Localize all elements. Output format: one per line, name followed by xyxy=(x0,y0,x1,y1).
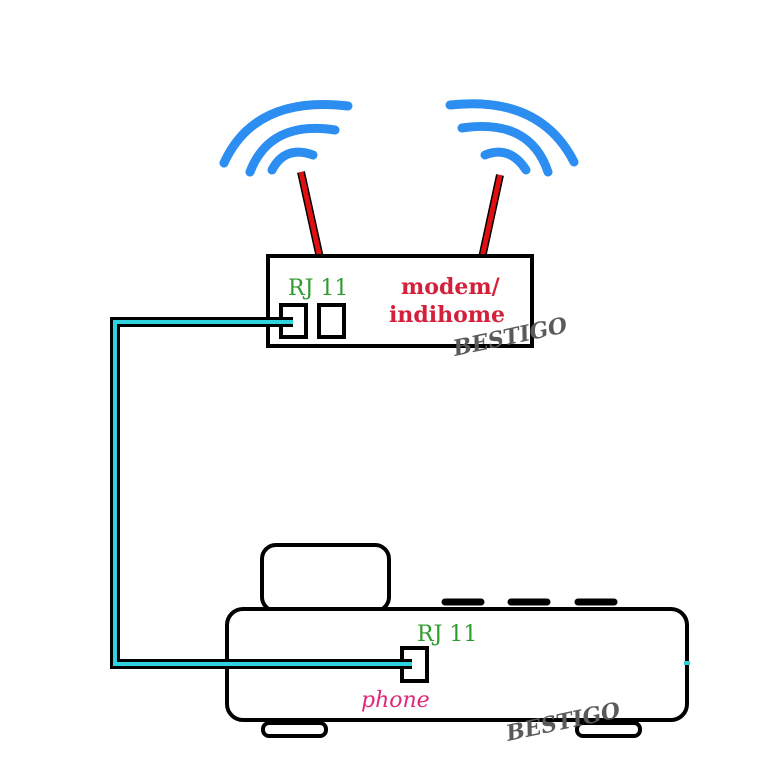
modem-port-2 xyxy=(317,303,346,339)
phone-handset xyxy=(260,543,391,613)
phone-foot-left xyxy=(261,721,328,738)
wifi-waves-left-icon xyxy=(219,99,353,177)
modem-name-line1: modem/ xyxy=(401,274,501,300)
phone-foot-right xyxy=(575,721,642,738)
rj11-cable xyxy=(110,317,412,669)
modem-name-line2: indihome xyxy=(389,302,505,328)
phone-port-label: RJ 11 xyxy=(417,622,477,647)
wifi-waves-right-icon xyxy=(445,99,579,177)
phone-name: phone xyxy=(361,688,430,713)
modem-port-label: RJ 11 xyxy=(288,276,348,301)
modem-box xyxy=(266,254,534,348)
